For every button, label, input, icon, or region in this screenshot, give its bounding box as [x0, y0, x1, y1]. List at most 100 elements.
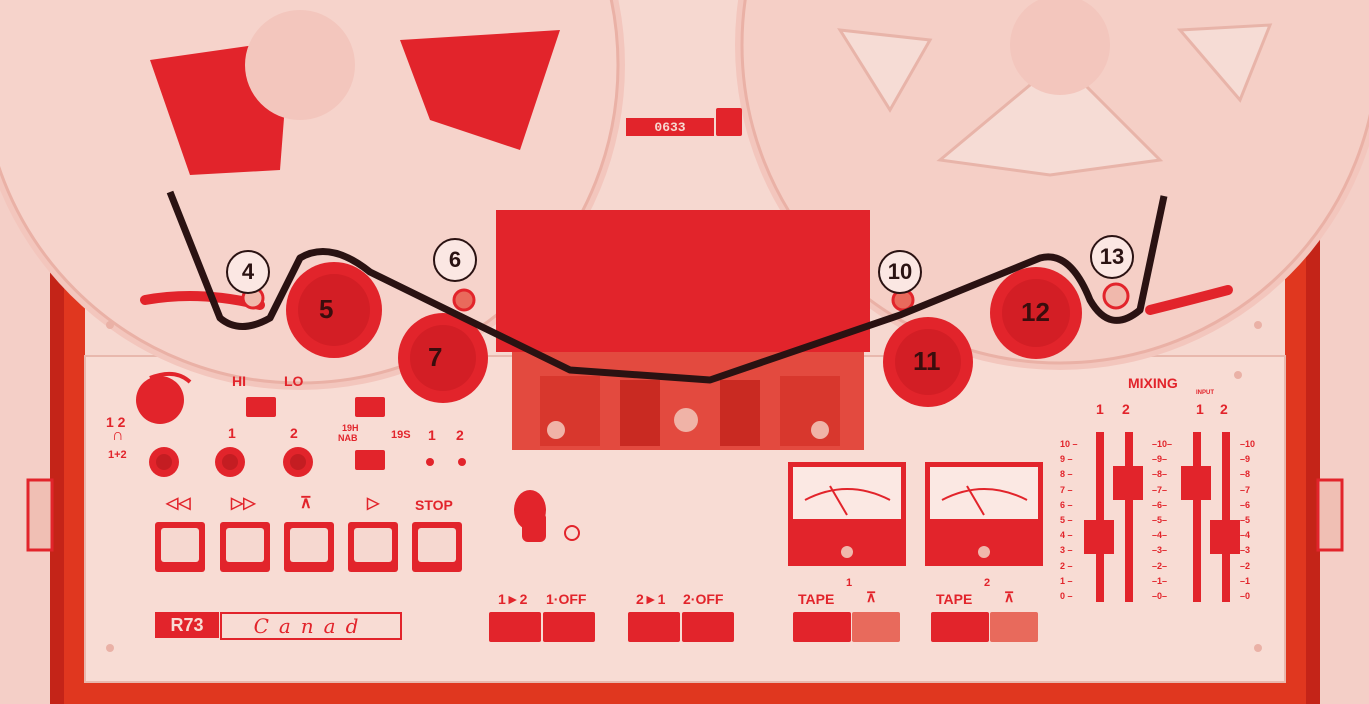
model-name: R73 — [170, 615, 203, 636]
left-hinge — [28, 480, 52, 550]
label-out-1plus2: 1+2 — [108, 450, 127, 461]
scale-tick: –9– — [1152, 455, 1167, 464]
label-mon-2: 2 — [290, 426, 298, 440]
label-mix-ch2: 2 — [1122, 402, 1130, 416]
scale-tick: 0 – — [1060, 592, 1073, 601]
label-19s: 19S — [391, 430, 411, 441]
callout-13: 13 — [1090, 235, 1134, 279]
tape1-record-button[interactable] — [852, 612, 900, 642]
tape2-record-button[interactable] — [990, 612, 1038, 642]
scale-tick: –2 — [1240, 562, 1250, 571]
hi-lo-toggle[interactable] — [246, 397, 276, 417]
scale-tick: –3– — [1152, 546, 1167, 555]
tape2-record-icon: ⊼ — [1004, 590, 1014, 604]
scale-tick: –0 — [1240, 592, 1250, 601]
tape1-record-icon: ⊼ — [866, 590, 876, 604]
roller-label-7: 7 — [428, 342, 442, 373]
jack-2[interactable] — [215, 447, 245, 477]
route-2-off-button[interactable] — [682, 612, 734, 642]
scale-tick: 5 – — [1060, 516, 1073, 525]
tape1-button[interactable] — [793, 612, 851, 642]
label-hi: HI — [232, 374, 246, 388]
route-2-1-button[interactable] — [628, 612, 680, 642]
label-mixing: MIXING — [1128, 376, 1178, 390]
scale-tick: –1– — [1152, 577, 1167, 586]
scale-tick: 4 – — [1060, 531, 1073, 540]
callout-10: 10 — [878, 250, 922, 294]
vu-meter-2 — [925, 462, 1043, 566]
rewind-button[interactable] — [155, 522, 205, 572]
counter-reset-button[interactable] — [716, 108, 742, 136]
callout-6: 6 — [433, 238, 477, 282]
scale-tick: –8 — [1240, 470, 1250, 479]
tape-counter: 0633 — [626, 118, 714, 136]
scale-tick: 2 – — [1060, 562, 1073, 571]
jack-3[interactable] — [283, 447, 313, 477]
label-route-1-off: 1·OFF — [546, 592, 586, 606]
label-input: INPUT — [1196, 390, 1214, 396]
label-tape2-num: 2 — [984, 578, 990, 589]
record-select-toggle[interactable] — [355, 450, 385, 470]
scale-tick: 1 – — [1060, 577, 1073, 586]
scale-tick: –8– — [1152, 470, 1167, 479]
scale-tick: –4 — [1240, 531, 1250, 540]
scale-tick: –2– — [1152, 562, 1167, 571]
scale-tick: –5 — [1240, 516, 1250, 525]
scale-tick: 8 – — [1060, 470, 1073, 479]
record-icon: ⊼ — [300, 496, 312, 512]
label-tape2: TAPE — [936, 592, 972, 606]
scale-tick: –6 — [1240, 501, 1250, 510]
label-19h: 19H — [342, 424, 359, 433]
jack-1[interactable] — [149, 447, 179, 477]
scale-tick: 10 – — [1060, 440, 1078, 449]
scale-tick: –10– — [1152, 440, 1172, 449]
roller-label-5: 5 — [319, 294, 333, 325]
fast-forward-button[interactable] — [220, 522, 270, 572]
label-mix-in2: 2 — [1220, 402, 1228, 416]
speed-toggle[interactable] — [355, 397, 385, 417]
model-badge: R73 — [155, 612, 219, 638]
brand-name: Canad — [254, 614, 369, 638]
label-rec-1: 1 — [428, 428, 436, 442]
callout-4: 4 — [226, 250, 270, 294]
roller-5 — [286, 262, 382, 358]
label-lo: LO — [284, 374, 303, 388]
rewind-icon: ◁◁ — [166, 496, 191, 512]
stop-button[interactable] — [412, 522, 462, 572]
label-route-2-1: 2►1 — [636, 592, 665, 606]
label-route-1-2: 1►2 — [498, 592, 527, 606]
record-button[interactable] — [284, 522, 334, 572]
roller-label-11: 11 — [913, 346, 941, 377]
fast-forward-icon: ▷▷ — [231, 496, 256, 512]
play-button[interactable] — [348, 522, 398, 572]
scale-tick: 9 – — [1060, 455, 1073, 464]
route-1-2-button[interactable] — [489, 612, 541, 642]
scale-tick: 7 – — [1060, 486, 1073, 495]
head-cover — [496, 210, 870, 352]
tape2-button[interactable] — [931, 612, 989, 642]
scale-tick: 3 – — [1060, 546, 1073, 555]
vu-meter-1 — [788, 462, 906, 566]
label-mon-1: 1 — [228, 426, 236, 440]
scale-tick: –10 — [1240, 440, 1255, 449]
scale-tick: –9 — [1240, 455, 1250, 464]
label-rec-2: 2 — [456, 428, 464, 442]
route-1-off-button[interactable] — [543, 612, 595, 642]
scale-tick: 6 – — [1060, 501, 1073, 510]
label-mix-in1: 1 — [1196, 402, 1204, 416]
scale-tick: –7– — [1152, 486, 1167, 495]
scale-tick: –7 — [1240, 486, 1250, 495]
label-route-2-off: 2·OFF — [683, 592, 723, 606]
scale-tick: –4– — [1152, 531, 1167, 540]
label-tape1: TAPE — [798, 592, 834, 606]
label-nab: NAB — [338, 434, 358, 443]
scale-tick: –5– — [1152, 516, 1167, 525]
roller-label-12: 12 — [1021, 297, 1050, 328]
scale-tick: –3 — [1240, 546, 1250, 555]
right-hinge — [1318, 480, 1342, 550]
counter-digits: 0633 — [654, 120, 685, 135]
play-icon: ▷ — [367, 496, 379, 512]
scale-tick: –1 — [1240, 577, 1250, 586]
label-mix-ch1: 1 — [1096, 402, 1104, 416]
